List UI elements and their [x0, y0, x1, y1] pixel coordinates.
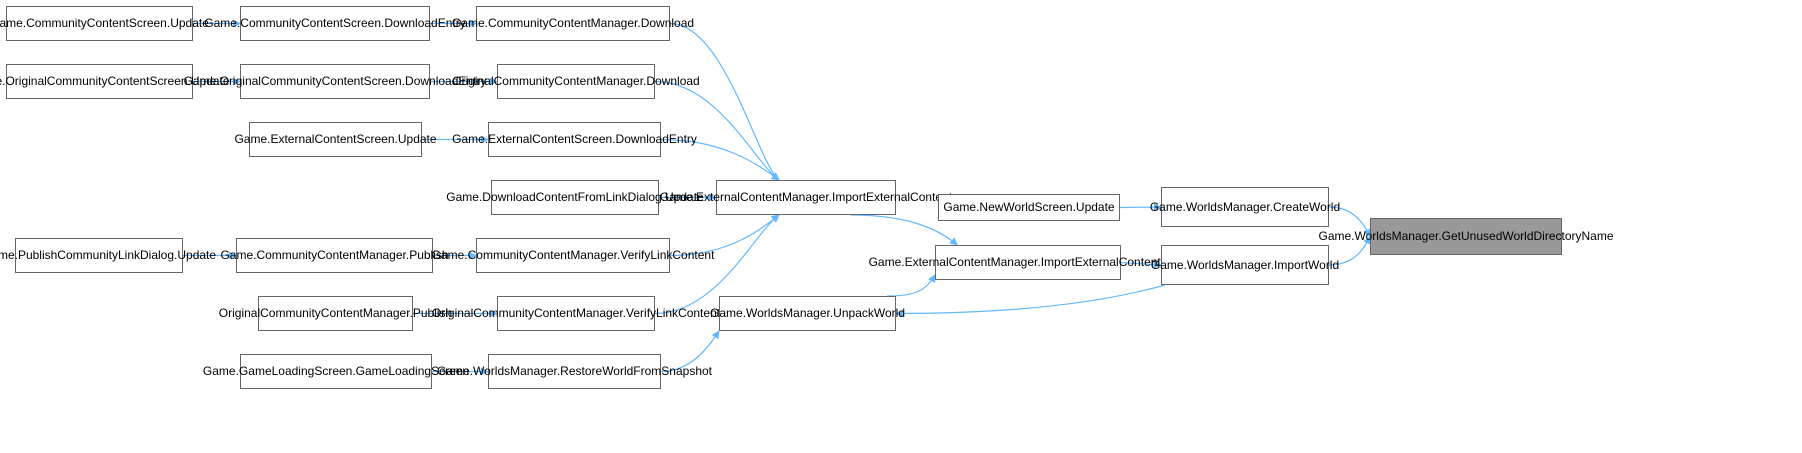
node-label-line1: Game.WorldsManager.Restore [437, 364, 603, 378]
node-label-line1: Game.CommunityContentManager. [220, 248, 410, 262]
call-edge [1328, 206, 1371, 238]
call-edge [654, 80, 780, 181]
call-edge [887, 274, 936, 297]
node-worlds-manager-import-world[interactable]: Game.WorldsManager.Import World [1151, 245, 1339, 285]
node-original-community-content-manager-verify-link-content[interactable]: OriginalCommunityContent Manager.VerifyL… [432, 296, 720, 331]
node-label-line2: Screen.DownloadEntry [363, 74, 487, 88]
node-label-line2: WorldFromSnapshot [602, 364, 713, 378]
node-label-line1: Game.WorldsManager.GetUnused [1318, 229, 1503, 243]
call-edge [660, 138, 780, 181]
node-label-line2: VerifyLinkContent [620, 248, 715, 262]
node-label-line2: World [1308, 257, 1340, 272]
node-label-line2: Update [397, 132, 437, 146]
node-publish-community-link-dialog-update[interactable]: Game.PublishCommunityLink Dialog.Update [0, 238, 216, 273]
node-label-line2: Manager.Publish [362, 306, 453, 320]
call-edge [1119, 203, 1162, 212]
node-original-community-content-screen-download-entry[interactable]: Game.OriginalCommunityContent Screen.Dow… [184, 64, 486, 99]
node-label-line2: ImportExternalContent [832, 190, 953, 204]
node-external-content-manager-import-external-content-sync[interactable]: Game.ExternalContentManager. ImportExter… [869, 245, 1187, 280]
node-label-line1: Game.OriginalCommunityContent [183, 74, 364, 88]
node-label-line1: Game.WorldsManager.Import [1150, 257, 1309, 272]
call-edge [654, 214, 780, 315]
call-edge [895, 284, 1166, 318]
node-label-line2: Download [640, 16, 695, 30]
node-label-line1: OriginalCommunityContent [452, 74, 597, 88]
node-worlds-manager-get-unused-world-directory-name: Game.WorldsManager.GetUnused WorldDirect… [1319, 218, 1614, 255]
node-label-line1: Game.DownloadContentFrom [446, 190, 606, 204]
node-label-line1: Game.WorldsManager.Unpack [710, 306, 874, 320]
node-worlds-manager-unpack-world[interactable]: Game.WorldsManager.Unpack World [710, 296, 905, 331]
node-community-content-manager-publish[interactable]: Game.CommunityContentManager. Publish [220, 238, 449, 273]
node-download-content-from-link-dialog-update[interactable]: Game.DownloadContentFrom LinkDialog.Upda… [446, 180, 704, 215]
node-label-line1: Game.CommunityContentManager. [451, 16, 641, 30]
node-label-line1: Game.PublishCommunityLink [0, 248, 140, 262]
node-label-line2: DownloadEntry [615, 132, 697, 146]
node-external-content-screen-download-entry[interactable]: Game.ExternalContentScreen. DownloadEntr… [452, 122, 697, 157]
call-edge [1120, 260, 1162, 269]
node-label-line2: Manager.VerifyLinkContent [575, 306, 721, 320]
node-new-world-screen-update[interactable]: Game.NewWorldScreen.Update [938, 194, 1120, 221]
node-community-content-manager-download[interactable]: Game.CommunityContentManager. Download [452, 6, 694, 41]
node-external-content-screen-update[interactable]: Game.ExternalContentScreen. Update [234, 122, 437, 157]
node-label-line1: Game.CommunityContentScreen. [0, 16, 171, 30]
node-label-line2: World [1309, 199, 1341, 214]
node-community-content-screen-download-entry[interactable]: Game.CommunityContentScreen. DownloadEnt… [204, 6, 466, 41]
node-community-content-manager-verify-link-content[interactable]: Game.CommunityContentManager. VerifyLink… [432, 238, 714, 273]
call-edge [669, 22, 780, 181]
node-label-line1: Game.ExternalContentManager. [868, 255, 1041, 269]
node-external-content-manager-import-external-content[interactable]: Game.ExternalContentManager. ImportExter… [660, 180, 952, 215]
node-label-line2: World [873, 306, 905, 320]
node-label-line2: LinkDialog.Update [605, 190, 704, 204]
node-label-line2: Screen.Update [149, 74, 230, 88]
call-edge [1328, 235, 1371, 266]
node-label-line1: Game.ExternalContentManager. [659, 190, 833, 204]
node-label-line2: Publish [409, 248, 449, 262]
node-label-line2: ImportExternalContentSync [1040, 255, 1188, 269]
node-label-line1: Game.ExternalContentScreen. [452, 132, 616, 146]
node-original-community-content-screen-update[interactable]: Game.OriginalCommunityContent Screen.Upd… [0, 64, 230, 99]
node-label-line2: DownloadEntry [384, 16, 466, 30]
node-worlds-manager-create-world[interactable]: Game.WorldsManager.Create World [1150, 187, 1340, 227]
node-label-line1: Game.GameLoadingScreen.Game [202, 364, 389, 378]
node-original-community-content-manager-download[interactable]: OriginalCommunityContent Manager.Downloa… [452, 64, 700, 99]
node-worlds-manager-restore-world-from-snapshot[interactable]: Game.WorldsManager.Restore WorldFromSnap… [437, 354, 712, 389]
node-label-line1: Game.NewWorldScreen.Update [943, 200, 1115, 214]
node-label-line2: Manager.Download [596, 74, 700, 88]
node-game-loading-screen[interactable]: Game.GameLoadingScreen.Game LoadingScree… [203, 354, 469, 389]
node-label-line1: Game.WorldsManager.Create [1149, 199, 1310, 214]
call-edge [850, 214, 958, 246]
node-label-line1: OriginalCommunityContent [218, 306, 363, 320]
node-original-community-content-manager-publish[interactable]: OriginalCommunityContent Manager.Publish [219, 296, 452, 331]
node-label-line2: Dialog.Update [140, 248, 217, 262]
node-label-line1: Game.CommunityContentScreen. [204, 16, 385, 30]
node-label-line1: Game.ExternalContentScreen. [234, 132, 398, 146]
node-label-line2: Update [170, 16, 209, 30]
node-community-content-screen-update[interactable]: Game.CommunityContentScreen. Update [0, 6, 209, 41]
node-label-line1: Game.OriginalCommunityContent [0, 74, 150, 88]
node-label-line1: Game.CommunityContentManager. [431, 248, 621, 262]
node-label-line1: OriginalCommunityContent [431, 306, 576, 320]
node-label-line2: WorldDirectoryName [1502, 229, 1614, 243]
call-edge [660, 330, 720, 373]
node-label-line2: LoadingScreen [388, 364, 470, 378]
